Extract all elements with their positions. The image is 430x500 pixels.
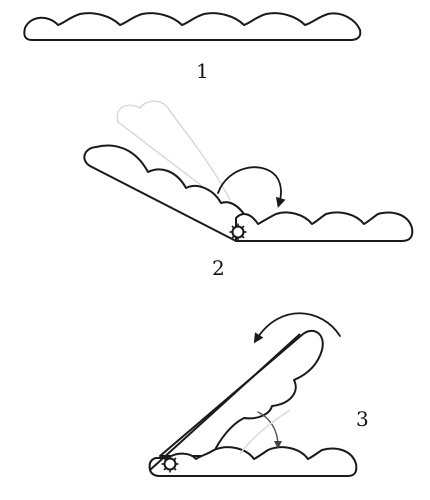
step-1-group: 1 bbox=[23, 12, 362, 83]
step-3-panel-edge bbox=[149, 333, 301, 471]
step-3-label: 3 bbox=[356, 407, 369, 431]
step-1-label: 1 bbox=[196, 59, 209, 83]
step-2-right-panel bbox=[235, 211, 414, 242]
step-2-label: 2 bbox=[212, 256, 225, 280]
step-3-hinge-icon bbox=[161, 455, 179, 473]
step-3-bottom-strip bbox=[148, 446, 358, 477]
step-1-strip bbox=[23, 12, 362, 41]
step-2-fold-arrow bbox=[217, 166, 286, 208]
step-2-left-panel bbox=[83, 144, 245, 242]
step-2-ghost-flap bbox=[116, 100, 231, 201]
step-2-hinge-icon bbox=[229, 223, 247, 241]
step-3-ghost-line bbox=[239, 409, 291, 455]
step-3-group: 3 bbox=[148, 312, 369, 477]
step-3-down-arrow bbox=[257, 411, 282, 449]
step-3-upright-flap bbox=[159, 329, 324, 457]
step-2-group: 2 bbox=[83, 100, 414, 280]
step-3-rotate-arrow bbox=[253, 312, 341, 344]
